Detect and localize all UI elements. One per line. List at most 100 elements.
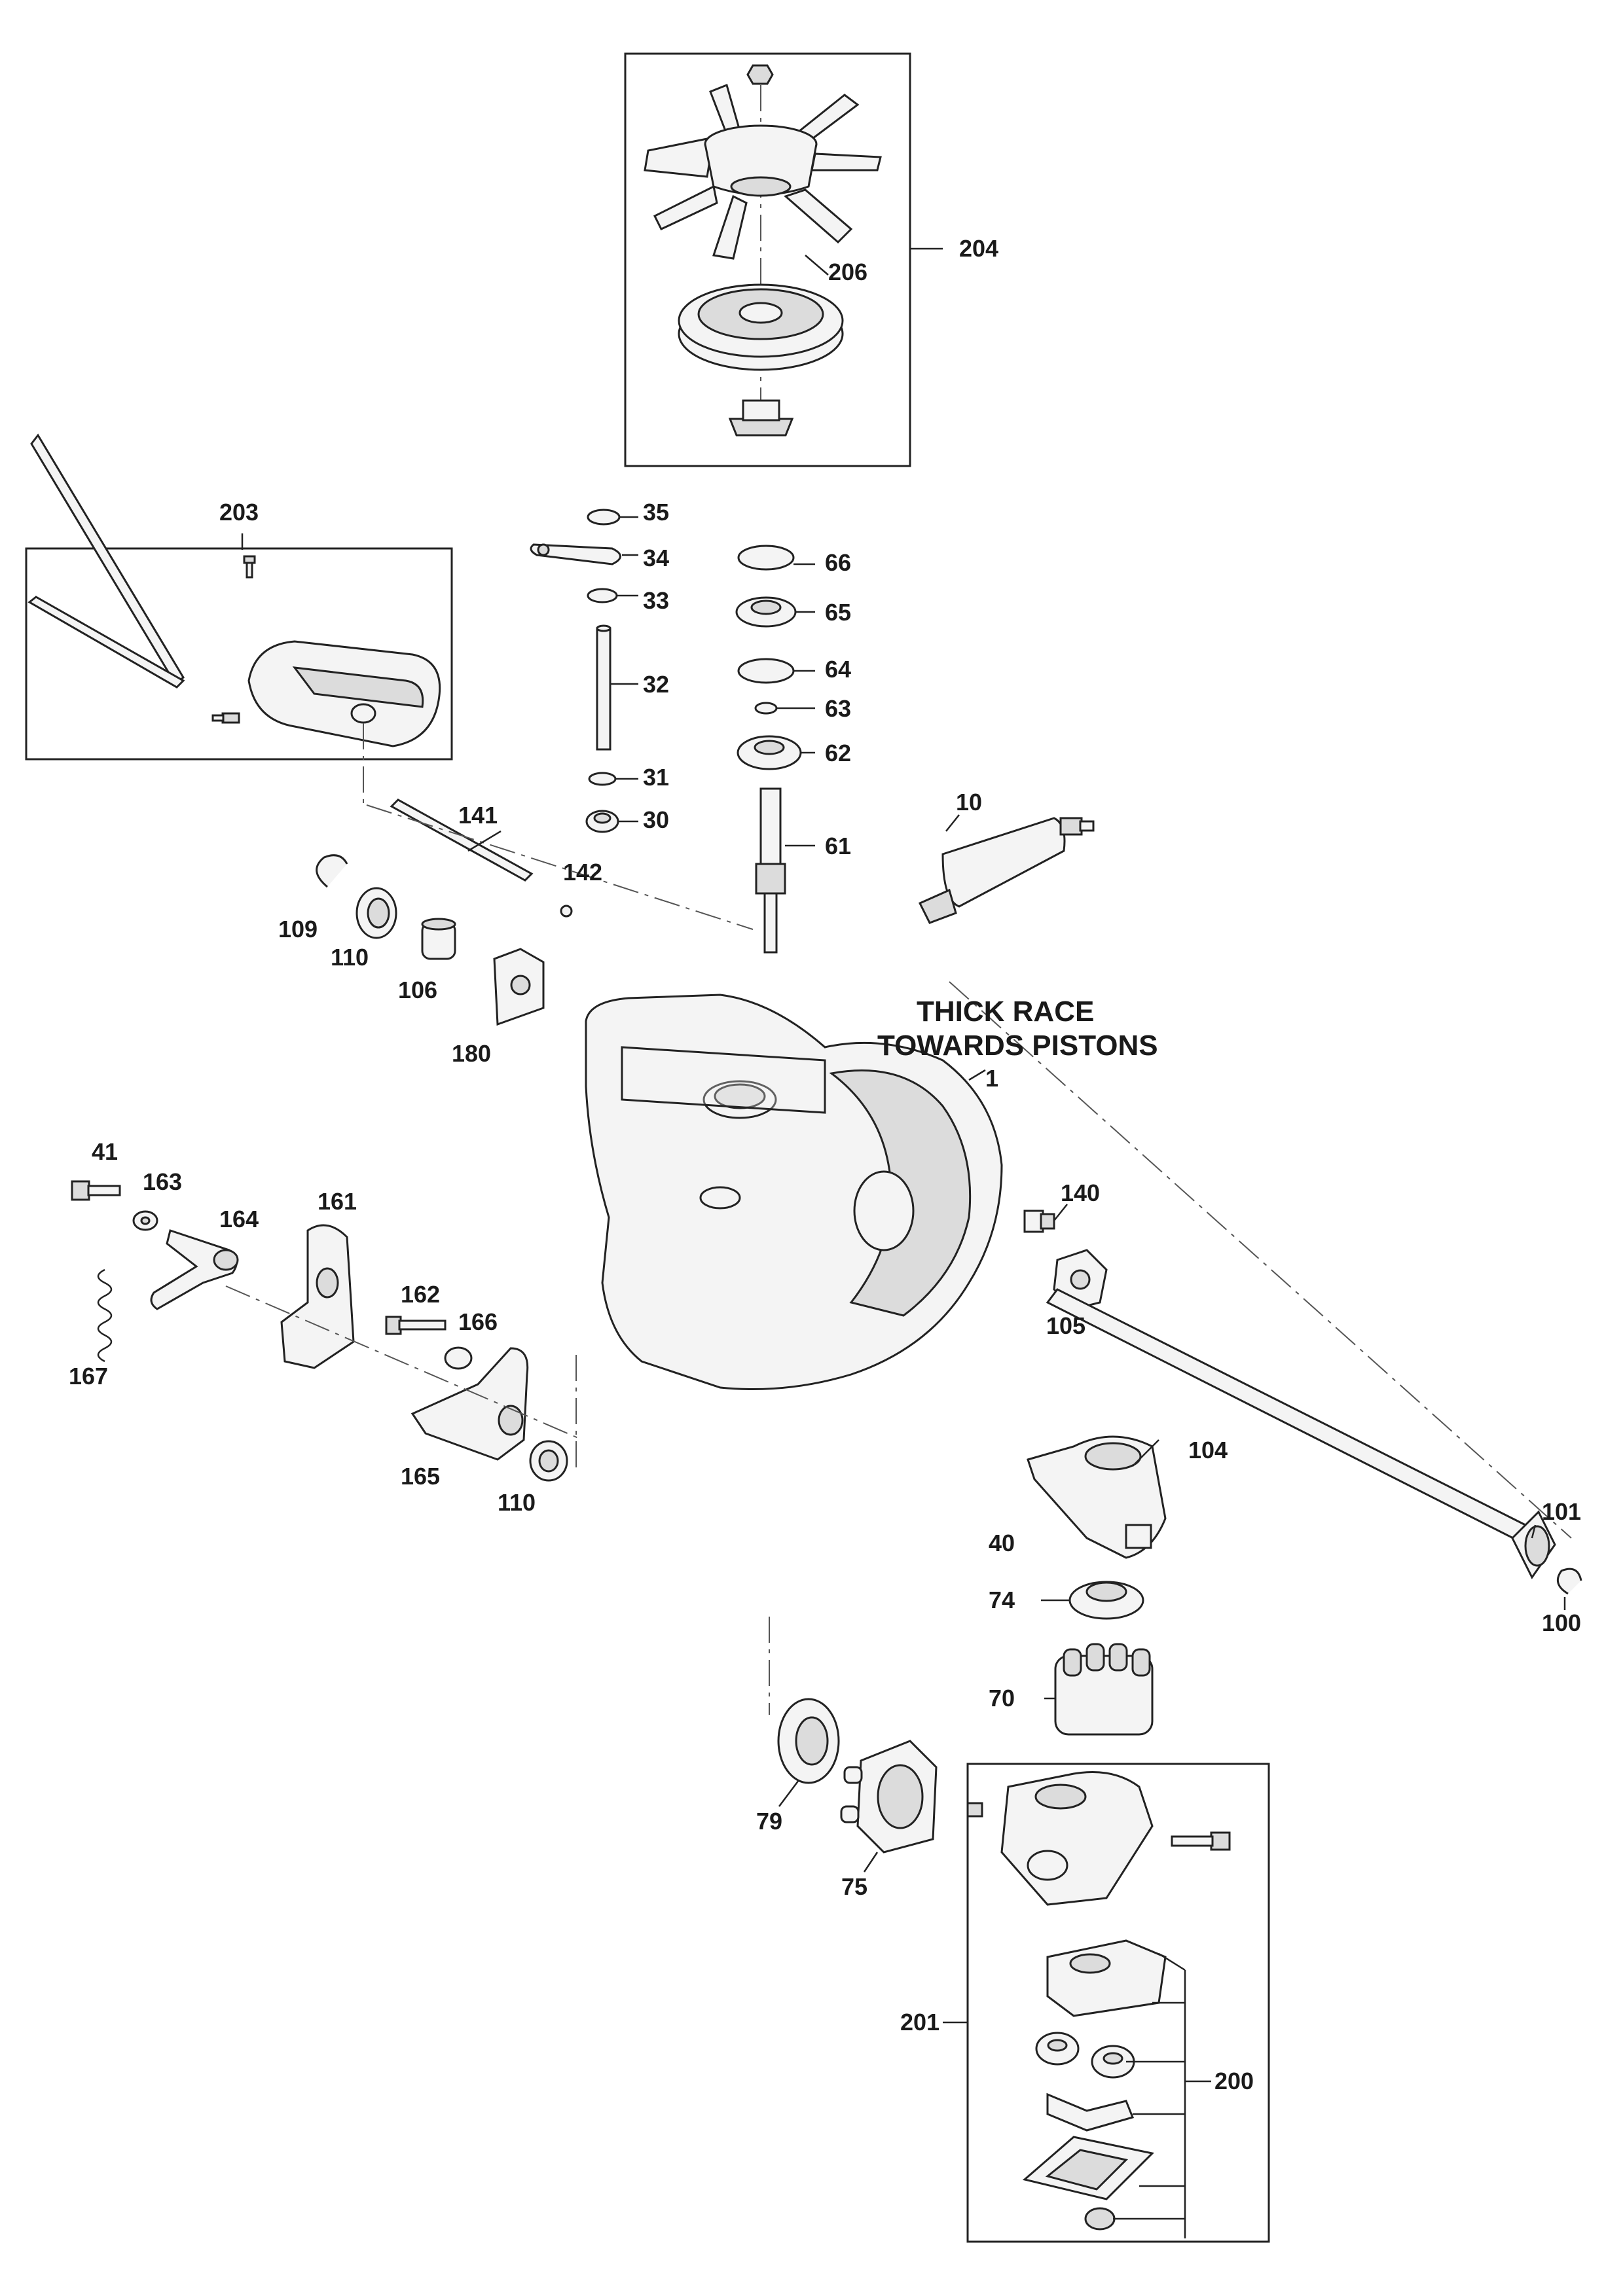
retaining-ring-66	[737, 545, 795, 571]
valve-right	[1091, 2045, 1135, 2079]
kit-box-204	[624, 52, 911, 467]
label-201: 201	[900, 2009, 939, 2036]
circlip-33	[587, 588, 618, 603]
end-cap	[1000, 1771, 1154, 1906]
bolt-162	[385, 1316, 447, 1335]
label-101: 101	[1542, 1498, 1581, 1525]
thrust-bearing-79	[777, 1698, 840, 1784]
label-206: 206	[828, 259, 867, 285]
ring-63	[754, 702, 778, 715]
handle-10	[918, 817, 1095, 924]
label-61: 61	[825, 833, 851, 859]
seal-110-upper	[356, 887, 397, 939]
label-180: 180	[452, 1040, 491, 1067]
label-163: 163	[143, 1168, 182, 1195]
end-cap-bolt	[1171, 1831, 1231, 1851]
bypass-rod	[30, 433, 185, 686]
note-line-2: TOWARDS PISTONS	[877, 1030, 1158, 1062]
label-32: 32	[643, 671, 669, 698]
label-110-lower: 110	[498, 1489, 536, 1516]
plug-140	[1023, 1210, 1055, 1233]
spring-clip	[1046, 2092, 1135, 2132]
pulley-hub	[728, 399, 794, 437]
seal-110-lower	[529, 1440, 568, 1482]
bypass-cover	[247, 640, 441, 747]
label-41: 41	[92, 1138, 118, 1165]
lever-164	[150, 1229, 239, 1310]
label-35: 35	[643, 499, 669, 526]
label-165: 165	[401, 1463, 440, 1490]
label-104: 104	[1188, 1437, 1228, 1463]
rod-141	[390, 798, 534, 882]
center-block-40	[1027, 1435, 1167, 1559]
bypass-kit	[27, 433, 441, 805]
label-204: 204	[959, 235, 998, 262]
circlip-100	[1556, 1568, 1582, 1595]
fan-nut	[746, 64, 774, 85]
control-shaft-32	[596, 627, 611, 751]
leader-lines	[241, 255, 1566, 1873]
label-31: 31	[643, 764, 669, 791]
key	[966, 1802, 983, 1818]
label-33: 33	[643, 587, 669, 614]
label-162: 162	[401, 1281, 440, 1308]
part-labels: 204 206 203 35 34 33 32 31 30 66 65 64 6…	[69, 235, 1581, 2094]
label-74: 74	[989, 1587, 1015, 1613]
circlip-31	[588, 772, 617, 786]
bevel-gear-101	[1511, 1510, 1556, 1579]
seal-housing	[1046, 1939, 1167, 2017]
label-161: 161	[318, 1188, 357, 1215]
label-79: 79	[756, 1808, 782, 1835]
axle-group	[1023, 1210, 1582, 1595]
label-1: 1	[985, 1065, 998, 1092]
bushing-166	[444, 1346, 473, 1370]
label-62: 62	[825, 740, 851, 766]
label-63: 63	[825, 695, 851, 722]
kit-box-201	[966, 1763, 1270, 2243]
label-65: 65	[825, 599, 851, 626]
label-164: 164	[219, 1206, 259, 1232]
seal-30	[585, 810, 619, 833]
input-shaft-stack	[735, 545, 802, 954]
bracket-180	[493, 948, 545, 1026]
kit-box-203	[25, 547, 453, 761]
label-203: 203	[219, 499, 259, 526]
label-30: 30	[643, 806, 669, 833]
label-100: 100	[1542, 1609, 1581, 1636]
bearing-106	[421, 918, 456, 960]
label-141: 141	[458, 802, 498, 829]
label-140: 140	[1061, 1179, 1100, 1206]
label-200: 200	[1214, 2068, 1254, 2094]
plug	[1084, 2207, 1116, 2231]
label-64: 64	[825, 656, 851, 683]
label-66: 66	[825, 549, 851, 576]
o-ring-142	[560, 905, 573, 918]
screw-203	[243, 555, 256, 579]
bearing-65	[735, 596, 797, 628]
linkage-group	[71, 1180, 583, 1482]
cylinder-block-70	[1054, 1643, 1154, 1736]
thrust-bearing-74	[1068, 1581, 1144, 1620]
label-70: 70	[989, 1685, 1015, 1712]
label-10: 10	[956, 789, 982, 816]
valve-left	[1035, 2032, 1080, 2066]
cooling-fan	[644, 83, 882, 260]
bearing-62	[737, 735, 802, 770]
label-142: 142	[563, 859, 602, 886]
label-166: 166	[458, 1308, 498, 1335]
washer-163	[132, 1210, 158, 1231]
label-167: 167	[69, 1363, 108, 1390]
cover-bolt	[211, 712, 240, 724]
kit-201-contents	[966, 1771, 1231, 2238]
label-34: 34	[643, 545, 669, 571]
label-110-upper: 110	[331, 944, 369, 971]
spring-167	[97, 1268, 113, 1363]
input-shaft-61	[755, 787, 786, 954]
motor-block-75	[840, 1740, 938, 1854]
left-seals	[316, 854, 545, 1026]
washer-35	[587, 509, 621, 526]
gasket-plate	[1022, 2136, 1155, 2200]
drive-pulley	[678, 283, 844, 371]
plate-165	[410, 1347, 529, 1461]
